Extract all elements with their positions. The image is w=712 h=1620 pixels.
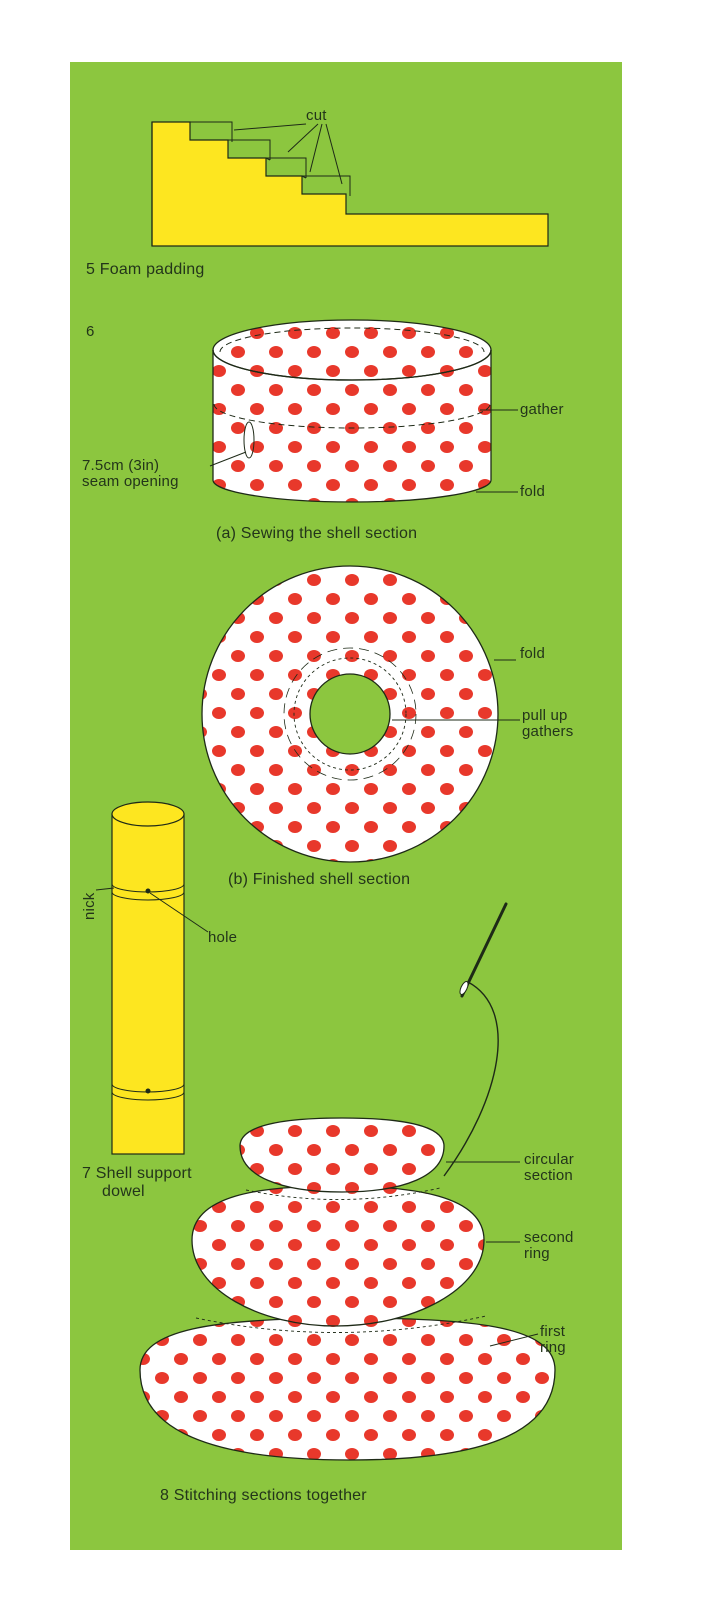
caption-stitching: 8 Stitching sections together (160, 1487, 367, 1504)
caption-finished-shell: (b) Finished shell section (228, 871, 411, 888)
fig7-leader-lines (95, 887, 209, 933)
support-dowel (111, 801, 185, 1155)
label-circular-2: section (524, 1167, 573, 1184)
fig6b-leader-lines (392, 659, 520, 721)
caption-dowel-1: 7 Shell support (82, 1165, 192, 1182)
label-second-2: ring (524, 1245, 550, 1262)
label-gather: gather (520, 401, 564, 418)
label-seam-opening-2: seam opening (82, 473, 179, 490)
shell-cylinder (212, 319, 492, 503)
label-seam-opening-1: 7.5cm (3in) (82, 457, 160, 474)
caption-foam-padding: 5 Foam padding (86, 261, 205, 278)
label-fold-a: fold (520, 483, 545, 500)
label-first-1: first (540, 1323, 566, 1340)
stacked-sections (139, 1117, 556, 1461)
label-hole: hole (208, 929, 238, 946)
needle-icon (443, 902, 508, 1177)
fig6a-leader-lines (209, 409, 518, 493)
fig8-leader-lines (446, 1161, 539, 1347)
caption-sewing-shell: (a) Sewing the shell section (216, 525, 418, 542)
figure-number-6: 6 (86, 323, 95, 340)
label-pull-up-1: pull up (522, 707, 568, 724)
finished-shell-ring (201, 565, 499, 863)
label-fold-b: fold (520, 645, 545, 662)
label-first-2: ring (540, 1339, 566, 1356)
label-second-1: second (524, 1229, 574, 1246)
label-cut: cut (306, 107, 327, 124)
label-nick: nick (81, 892, 98, 920)
foam-padding-shape (151, 121, 549, 247)
label-pull-up-2: gathers (522, 723, 574, 740)
label-circular-1: circular (524, 1151, 574, 1168)
cut-leader-lines (233, 123, 343, 185)
caption-dowel-2: dowel (102, 1183, 145, 1200)
